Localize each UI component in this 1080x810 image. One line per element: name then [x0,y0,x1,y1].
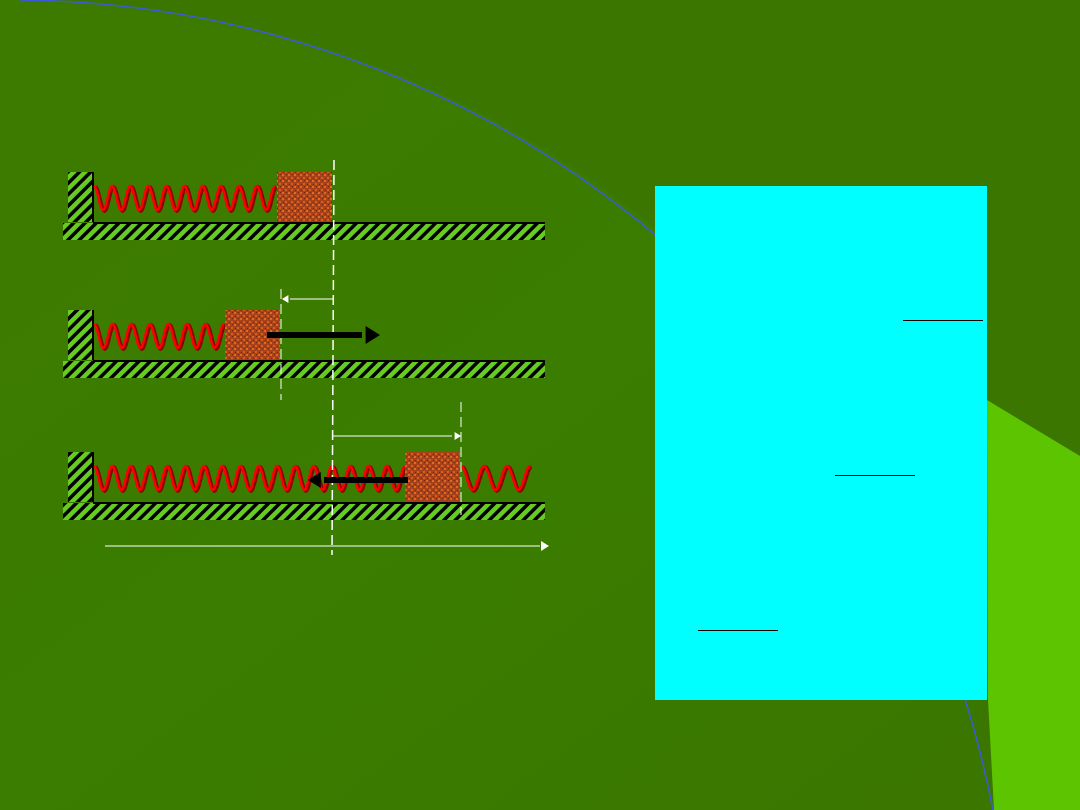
floor [63,503,545,520]
spring-icon [93,322,225,350]
floor [63,361,545,378]
wall-icon [68,310,93,360]
floor [63,223,545,240]
text-panel [655,186,987,700]
displacement-arrow-head [282,295,289,303]
axis-arrow-head [541,541,549,551]
force-arrow-head [308,472,321,488]
accent-shape [987,400,1080,810]
spring-shadow [461,465,533,493]
blank-line-2 [835,475,915,476]
displacement-arrow-head [454,432,461,440]
wall-icon [68,452,93,502]
spring-icon [460,464,531,492]
blank-line-3 [698,630,778,631]
spring-icon [93,184,276,212]
force-arrow-head [365,326,380,344]
equilibrium-line [331,159,335,556]
wall-icon [68,172,93,222]
block-icon [277,172,332,221]
spring-icon [93,464,406,492]
blank-line-1 [903,320,983,321]
block-icon [405,452,460,501]
